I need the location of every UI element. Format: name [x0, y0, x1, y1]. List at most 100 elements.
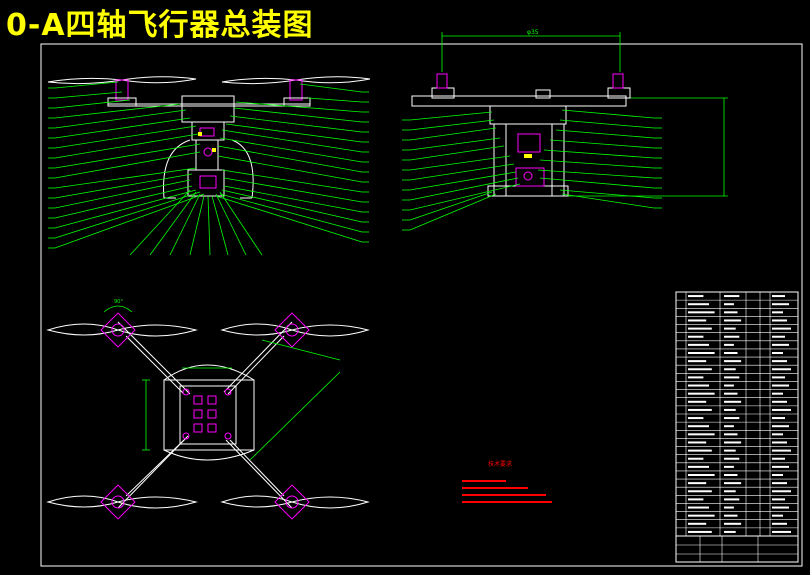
front-view [47, 76, 371, 256]
parts-list-cell-text [772, 384, 789, 387]
front-view-motors [115, 79, 303, 101]
parts-list-cell-text [724, 392, 738, 395]
parts-list-cell-text [688, 449, 712, 452]
parts-list-cell-text [772, 352, 783, 354]
parts-list-cell-text [724, 303, 734, 306]
parts-list-cell-text [688, 490, 712, 493]
parts-list-cell-text [772, 360, 787, 363]
parts-list-cell-text [772, 498, 785, 501]
side-view-span-label: φ35 [527, 29, 539, 36]
plan-view-arms [117, 321, 293, 509]
parts-list-cell-text [724, 522, 742, 525]
parts-list-cell-text [724, 514, 738, 517]
parts-list-cells [688, 295, 791, 533]
parts-list-cell-text [772, 514, 783, 517]
parts-list-cell-text [724, 335, 740, 338]
parts-list-cell-text [724, 295, 740, 298]
parts-list-cell-text [724, 319, 742, 322]
parts-list-cell-text [724, 530, 736, 533]
parts-list-cell-text [688, 506, 709, 509]
plan-view-propellers [46, 323, 370, 509]
parts-list-cell-text [688, 384, 709, 387]
parts-list-cell-text [688, 498, 704, 501]
parts-list-cell-text [688, 400, 707, 403]
parts-list-cell-text [724, 474, 738, 476]
parts-list-cell-text [772, 343, 789, 346]
parts-list-cell-text [772, 433, 783, 436]
parts-list-cell-text [772, 457, 785, 460]
parts-list-cell-text [724, 457, 740, 460]
parts-list-cell-text [688, 433, 715, 436]
parts-list-cell-text [772, 376, 785, 379]
parts-list-cell-text [772, 303, 789, 306]
parts-list-grid [676, 292, 798, 536]
parts-list-cell-text [724, 506, 734, 509]
parts-list-cell-text [724, 482, 742, 485]
parts-list-cell-text [688, 408, 712, 411]
parts-list-cell-text [772, 474, 783, 476]
parts-list-cell-text [724, 343, 734, 346]
parts-list-cell-text [688, 465, 709, 468]
parts-list-cell-text [688, 376, 704, 379]
parts-list-cell-text [724, 376, 740, 379]
plan-view-dimensions [103, 305, 341, 461]
parts-list-cell-text [772, 311, 783, 314]
parts-list-cell-text [772, 400, 787, 403]
parts-list-cell-text [724, 360, 742, 363]
side-view-leaders-right [537, 109, 662, 209]
parts-list-cell-text [688, 482, 707, 485]
parts-list-cell-text [688, 295, 704, 298]
plan-view: 90° [46, 299, 370, 520]
parts-list-cell-text [724, 449, 736, 452]
parts-list-cell-text [724, 425, 734, 428]
title-block [675, 535, 799, 563]
parts-list [675, 291, 799, 563]
parts-list-cell-text [688, 343, 709, 346]
technical-notes: 技术要求 [462, 460, 552, 503]
parts-list-cell-text [724, 433, 738, 436]
drawing-title: 0-A四轴飞行器总装图 [6, 8, 314, 43]
parts-list-cell-text [724, 400, 742, 403]
parts-list-cell-text [772, 368, 791, 371]
parts-list-cell-text [772, 327, 791, 330]
parts-list-cell-text [724, 498, 740, 501]
parts-list-cell-text [688, 327, 712, 330]
parts-list-cell-text [724, 368, 736, 371]
parts-list-cell-text [772, 465, 789, 468]
parts-list-cell-text [772, 506, 789, 509]
parts-list-cell-text [772, 319, 787, 322]
parts-list-cell-text [772, 425, 789, 428]
parts-list-cell-text [688, 319, 707, 322]
parts-list-cell-text [772, 482, 787, 485]
parts-list-cell-text [772, 449, 791, 452]
parts-list-cell-text [724, 327, 736, 330]
parts-list-cell-text [688, 441, 707, 444]
parts-list-cell-text [688, 360, 707, 363]
parts-list-cell-text [772, 441, 787, 444]
parts-list-cell-text [772, 530, 791, 533]
parts-list-cell-text [688, 530, 712, 533]
parts-list-cell-text [772, 522, 787, 525]
parts-list-cell-text [724, 408, 736, 411]
drawing-frame [40, 43, 803, 567]
parts-list-cell-text [688, 514, 715, 517]
parts-list-cell-text [688, 457, 704, 460]
parts-list-cell-text [724, 352, 738, 354]
notes-heading: 技术要求 [488, 460, 512, 468]
parts-list-cell-text [772, 295, 785, 298]
parts-list-cell-text [688, 417, 704, 420]
parts-list-cell-text [688, 352, 715, 354]
front-view-leaders-left [48, 81, 205, 249]
parts-list-cell-text [772, 490, 791, 493]
parts-list-cell-text [688, 311, 715, 314]
parts-list-cell-text [688, 303, 709, 306]
front-view-propellers [47, 76, 371, 85]
parts-list-cell-text [688, 335, 704, 338]
parts-list-cell-text [772, 392, 783, 395]
parts-list-cell-text [688, 368, 712, 371]
parts-list-cell-text [724, 441, 742, 444]
parts-list-cell-text [724, 417, 740, 420]
side-view-leaders-left [402, 111, 521, 231]
side-view-dimension [441, 32, 728, 197]
